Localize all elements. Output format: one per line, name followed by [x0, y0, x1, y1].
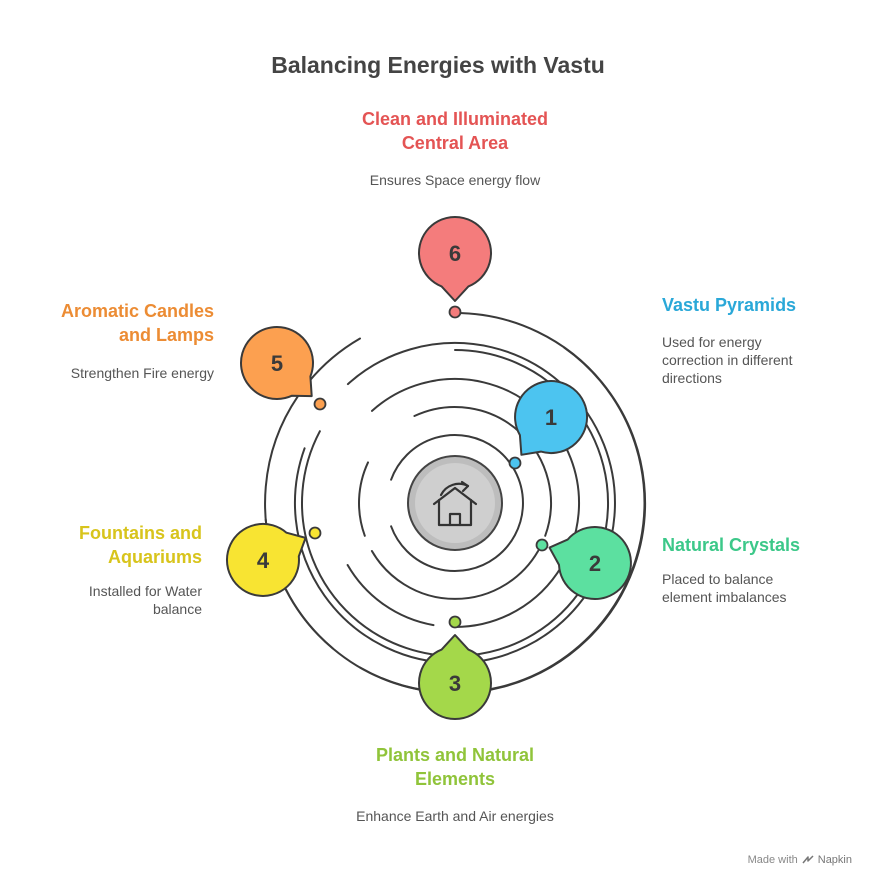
- item-5-description: Strengthen Fire energy: [14, 364, 214, 382]
- ring-arc-5: [371, 378, 581, 628]
- marker-2: 2: [535, 526, 632, 601]
- bubble-1: [514, 380, 588, 456]
- house-refresh-icon: [432, 480, 478, 527]
- item-3-description: Enhance Earth and Air energies: [255, 807, 655, 825]
- item-3-title: Plants and Natural Elements: [255, 743, 655, 791]
- item-6-title-line-1: Clean and Illuminated: [361, 109, 549, 129]
- item-5-desc-line-1: Strengthen Fire energy: [70, 365, 214, 381]
- item-5-title: Aromatic Candles and Lamps: [14, 299, 214, 347]
- marker-1: 1: [508, 380, 588, 470]
- item-1-desc-line-3: directions: [662, 370, 722, 386]
- item-3-title-line-1: Plants and Natural: [375, 745, 535, 765]
- item-6-desc-line-1: Ensures Space energy flow: [369, 172, 541, 188]
- bubble-number-2: 2: [589, 551, 601, 576]
- ring-dot-1: [508, 456, 522, 470]
- bubble-3: [418, 634, 492, 721]
- item-6-title-line-2: Central Area: [401, 133, 509, 153]
- item-3-title-line-2: Elements: [414, 769, 496, 789]
- bubble-number-4: 4: [257, 548, 270, 573]
- bubble-5: [240, 325, 314, 400]
- marker-4: 4: [226, 522, 322, 597]
- footer-brand: Napkin: [817, 854, 852, 866]
- bubble-4: [226, 522, 307, 597]
- bubble-6: [418, 215, 492, 302]
- step-markers: 1 2 3 4 5 6: [226, 215, 632, 721]
- item-2-title-line-1: Natural Crystals: [662, 535, 801, 555]
- diagram-title: Balancing Energies with Vastu: [271, 52, 605, 78]
- item-4-description: Installed for Water balance: [2, 582, 202, 618]
- item-1-desc-line-2: correction in different: [662, 352, 793, 368]
- item-2-description: Placed to balance element imbalances: [662, 570, 862, 606]
- ring-arc-4: [358, 461, 369, 537]
- marker-5: 5: [240, 325, 327, 411]
- item-2-desc-line-1: Placed to balance: [662, 571, 774, 587]
- bubble-number-5: 5: [271, 351, 283, 376]
- center-inner-circle: [415, 463, 495, 543]
- ring-dot-3: [448, 615, 462, 629]
- item-2-title: Natural Crystals: [662, 533, 862, 557]
- item-4-title-line-1: Fountains and: [79, 523, 202, 543]
- item-5-title-line-1: Aromatic Candles: [60, 301, 214, 321]
- bubble-number-3: 3: [449, 671, 461, 696]
- item-4-desc-line-1: Installed for Water: [88, 583, 202, 599]
- item-4-title: Fountains and Aquariums: [2, 521, 202, 569]
- item-5-title-line-2: and Lamps: [118, 325, 214, 345]
- bubble-number-6: 6: [449, 241, 461, 266]
- ring-arc-10: [359, 346, 646, 694]
- ring-arc-6: [346, 564, 435, 627]
- item-6-description: Ensures Space energy flow: [255, 171, 655, 189]
- item-1-desc-line-1: Used for energy: [662, 334, 762, 350]
- item-1-description: Used for energy correction in different …: [662, 333, 862, 387]
- ring-arc-1: [390, 434, 524, 572]
- item-1-title: Vastu Pyramids: [662, 293, 862, 317]
- bubble-number-1: 1: [545, 405, 557, 430]
- item-3-desc-line-1: Enhance Earth and Air energies: [356, 808, 554, 824]
- ring-dot-5: [313, 397, 327, 411]
- bubble-2: [548, 526, 632, 601]
- item-4-title-line-2: Aquariums: [107, 547, 202, 567]
- footer: Made with Napkin: [748, 854, 852, 866]
- center-hub: [407, 455, 503, 551]
- marker-3: 3: [418, 615, 492, 721]
- ring-dot-6: [448, 305, 462, 319]
- marker-6: 6: [418, 215, 492, 319]
- ring-dot-4: [308, 526, 322, 540]
- item-1-title-line-1: Vastu Pyramids: [662, 295, 797, 315]
- item-2-desc-line-2: element imbalances: [662, 589, 787, 605]
- footer-prefix: Made with: [747, 854, 798, 866]
- ring-dot-2: [535, 538, 549, 552]
- item-4-desc-line-2: balance: [152, 601, 202, 617]
- ring-arc-3: [370, 550, 540, 600]
- napkin-logo-icon: [802, 855, 814, 864]
- item-6-title: Clean and Illuminated Central Area: [255, 107, 655, 155]
